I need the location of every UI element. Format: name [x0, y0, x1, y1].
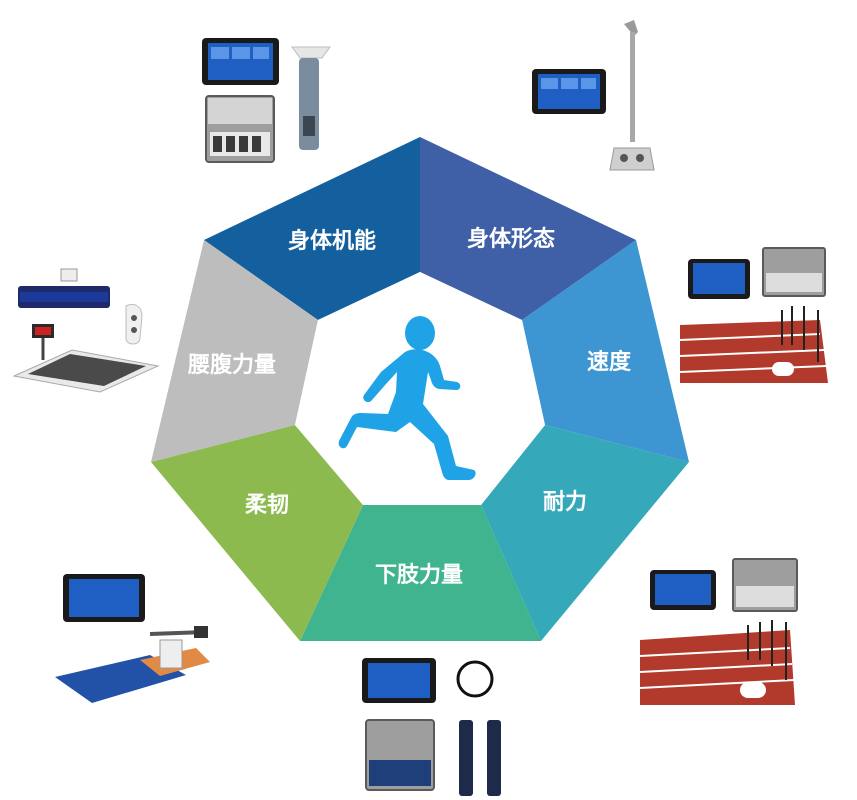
long-jump-mat-kit-icon	[362, 658, 501, 796]
label-body-morphology: 身体形态	[467, 226, 555, 252]
segment-lower-limb	[300, 505, 541, 641]
height-weight-scale-icon	[532, 20, 655, 171]
speed-timing-gates-icon	[679, 247, 828, 383]
segment-endurance	[481, 425, 689, 641]
label-lower-limb: 下肢力量	[375, 563, 463, 588]
label-core-strength: 腰腹力量	[187, 352, 276, 378]
segment-speed	[522, 240, 689, 462]
label-body-function: 身体机能	[288, 228, 376, 254]
segment-body-morphology	[420, 137, 636, 320]
sit-up-tester-icon	[12, 268, 160, 393]
running-man-icon	[338, 316, 476, 480]
sit-and-reach-icon	[55, 574, 210, 703]
spirometer-kit-icon	[202, 38, 331, 163]
label-endurance: 耐力	[543, 490, 587, 515]
endurance-timing-gates-icon	[639, 558, 798, 705]
label-speed: 速度	[587, 349, 632, 375]
label-flexibility: 柔韧	[245, 493, 289, 518]
segment-core-strength	[151, 240, 318, 462]
segment-flexibility	[151, 425, 363, 641]
segment-body-function	[204, 137, 420, 320]
heptagon-ring	[151, 137, 689, 641]
